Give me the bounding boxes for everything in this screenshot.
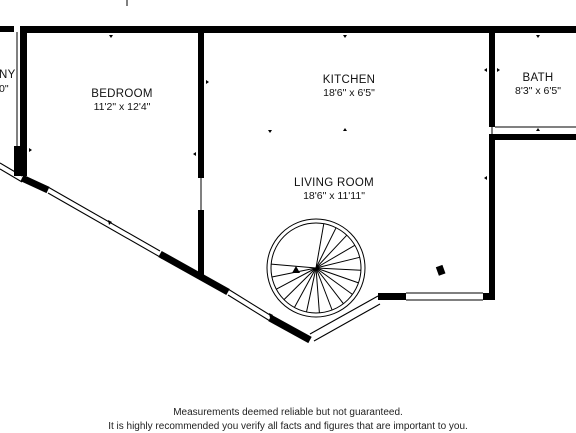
stair-tread <box>283 267 317 300</box>
kitchen-dims: 18'6" x 6'5" <box>323 87 375 99</box>
wall-stub <box>435 264 446 276</box>
marker-kitchen-left <box>206 80 209 84</box>
diagonal-wall-seg-1 <box>20 174 50 194</box>
openings <box>16 32 576 210</box>
marker-kitchen-top <box>343 35 347 38</box>
disclaimer-line-1: Measurements deemed reliable but not gua… <box>173 407 403 418</box>
marker-diag-1 <box>108 220 112 225</box>
kitchen-name: KITCHEN <box>323 74 376 86</box>
living-room-name: LIVING ROOM <box>294 177 374 189</box>
window-diag-2a <box>227 288 271 316</box>
wall-living-bottom <box>378 293 406 300</box>
stair-tread <box>315 267 359 284</box>
balcony-name: NY <box>0 69 16 81</box>
room-labels: NY 0" BEDROOM 11'2" x 12'4" KITCHEN 18'6… <box>0 69 561 202</box>
balcony-rail-a <box>0 162 23 177</box>
stair-tread <box>315 267 344 305</box>
marker-diag-3 <box>269 313 273 318</box>
marker-living-top <box>268 130 272 133</box>
marker-bedroom-top <box>109 35 113 38</box>
stair-tread <box>315 223 325 269</box>
bath-name: BATH <box>522 72 553 84</box>
diagonal-wall-seg-3 <box>268 314 312 344</box>
wall-living-right <box>489 134 495 300</box>
wall-balcony-top <box>0 26 14 32</box>
stair-tread <box>315 267 333 311</box>
wall-partition-top <box>198 33 204 178</box>
living-bottom-window <box>309 292 483 342</box>
dimension-markers <box>29 35 540 318</box>
wall-bath-bottom <box>489 134 576 140</box>
stair-tread <box>315 267 353 295</box>
marker-bath-bottom <box>536 128 540 131</box>
marker-kitchen-bottom <box>343 128 347 131</box>
wall-balcony-right <box>14 146 20 176</box>
marker-bath-left <box>497 68 500 72</box>
balcony-rail-b <box>0 168 23 183</box>
wall-bath-left <box>489 33 495 127</box>
stair-tread <box>315 244 356 269</box>
marker-living-right <box>484 176 487 180</box>
marker-bedroom-right <box>193 152 196 156</box>
bedroom-dims: 11'2" x 12'4" <box>94 101 151 113</box>
marker-bedroom-left <box>29 148 32 152</box>
balcony-dims: 0" <box>0 83 9 95</box>
window-diag-2b <box>227 294 271 322</box>
diagonal-wall <box>20 174 312 344</box>
stair-tread <box>315 256 360 269</box>
stair-tread <box>315 267 361 271</box>
stair-tread <box>315 227 337 269</box>
marker-bath-top <box>536 35 540 38</box>
stair-tread <box>276 267 317 290</box>
marker-kitchen-right <box>484 68 487 72</box>
stair-tread <box>271 263 317 269</box>
living-room-dims: 18'6" x 11'11" <box>303 190 365 202</box>
window-angle-b <box>313 303 381 342</box>
bedroom-name: BEDROOM <box>91 88 153 100</box>
diagonal-windows <box>0 162 271 322</box>
bath-dims: 8'3" x 6'5" <box>515 85 561 97</box>
window-angle-a <box>309 295 379 335</box>
disclaimer-line-2: It is highly recommended you verify all … <box>108 421 468 432</box>
window-diag-1a <box>47 186 161 252</box>
diagonal-wall-seg-2 <box>158 250 230 296</box>
walls <box>0 26 576 300</box>
wall-top <box>20 26 576 33</box>
marker-diag-2 <box>160 254 164 259</box>
window-diag-1b <box>47 192 161 258</box>
stair-tread <box>315 267 320 313</box>
stair-inner-ring <box>270 222 362 314</box>
stair-direction-arrow <box>292 266 300 273</box>
stair-tread <box>306 267 317 313</box>
stair-outer-ring <box>266 218 366 318</box>
spiral-staircase <box>266 218 366 318</box>
wall-living-bottom-right <box>483 293 495 300</box>
stair-tread <box>315 234 348 269</box>
wall-partition-bottom <box>198 210 204 278</box>
stair-tread <box>293 267 317 308</box>
